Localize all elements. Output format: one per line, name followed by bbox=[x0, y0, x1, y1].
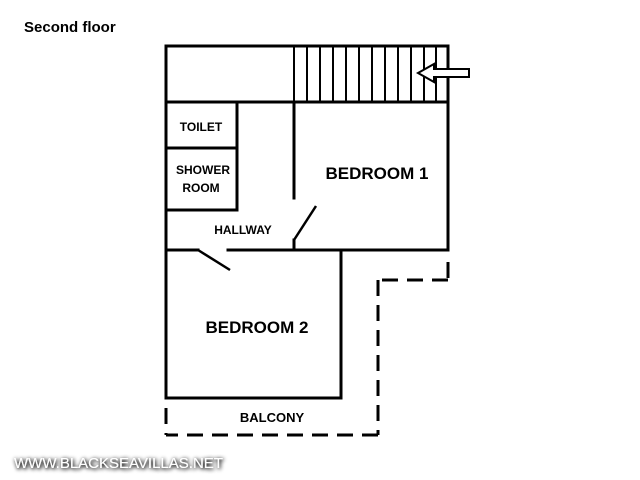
room-label-bedroom2: BEDROOM 2 bbox=[206, 318, 309, 337]
room-label-balcony: BALCONY bbox=[240, 410, 305, 425]
stair-direction-arrow-icon bbox=[415, 62, 470, 84]
room-label-bedroom1: BEDROOM 1 bbox=[326, 164, 429, 183]
room-label-toilet: TOILET bbox=[180, 120, 223, 134]
page-title: Second floor bbox=[24, 19, 116, 36]
room-label-shower-line2: ROOM bbox=[182, 181, 219, 195]
bedroom2-door bbox=[197, 248, 231, 272]
staircase bbox=[293, 46, 437, 102]
watermark: WWW.BLACKSEAVILLAS.NET bbox=[14, 455, 223, 472]
room-label-shower-line1: SHOWER bbox=[176, 163, 230, 177]
room-label-hallway: HALLWAY bbox=[214, 223, 272, 237]
bedroom1-door bbox=[292, 205, 318, 241]
balcony-outline bbox=[164, 262, 450, 437]
